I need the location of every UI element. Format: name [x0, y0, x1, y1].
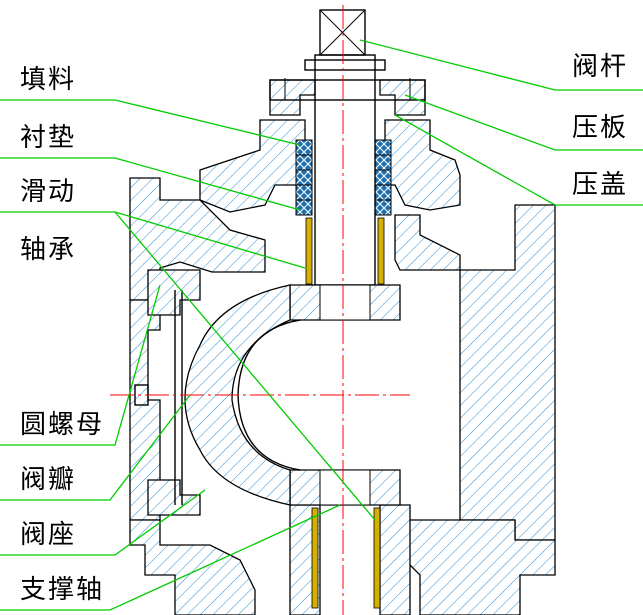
leader-pressure-plate — [404, 94, 643, 151]
valve-stem — [304, 9, 386, 286]
leader-gland — [394, 114, 643, 206]
leader-liner — [0, 157, 301, 211]
label-gland: 压盖 — [572, 170, 628, 200]
center-lines — [110, 5, 410, 615]
leader-support-shaft — [0, 504, 341, 611]
leader-valve-stem — [359, 39, 643, 91]
sliding-bearing — [305, 217, 385, 609]
leader-packing — [0, 99, 301, 146]
leader-valve-seat — [0, 489, 206, 556]
labels: 填料 衬垫 滑动 轴承 圆螺母 阀瓣 阀座 支撑轴 阀杆 压板 压盖 — [20, 52, 628, 605]
leader-sliding-bearing-2 — [114, 211, 376, 521]
leader-valve-disc — [0, 394, 191, 501]
label-pressure-plate: 压板 — [572, 113, 628, 143]
label-round-nut: 圆螺母 — [20, 410, 104, 440]
gland-assembly — [269, 78, 426, 116]
label-liner: 衬垫 — [20, 123, 76, 153]
valve-seat — [134, 269, 201, 516]
label-support-shaft: 支撑轴 — [20, 575, 104, 605]
label-sliding-bearing-line1: 滑动 — [20, 177, 76, 207]
leader-round-nut — [0, 284, 161, 446]
label-valve-stem: 阀杆 — [572, 52, 628, 82]
valve-body — [129, 119, 556, 615]
label-packing: 填料 — [20, 65, 76, 95]
label-sliding-bearing-line2: 轴承 — [20, 235, 76, 265]
leader-lines — [0, 39, 643, 611]
label-valve-disc: 阀瓣 — [20, 465, 76, 495]
label-valve-seat: 阀座 — [20, 520, 76, 550]
